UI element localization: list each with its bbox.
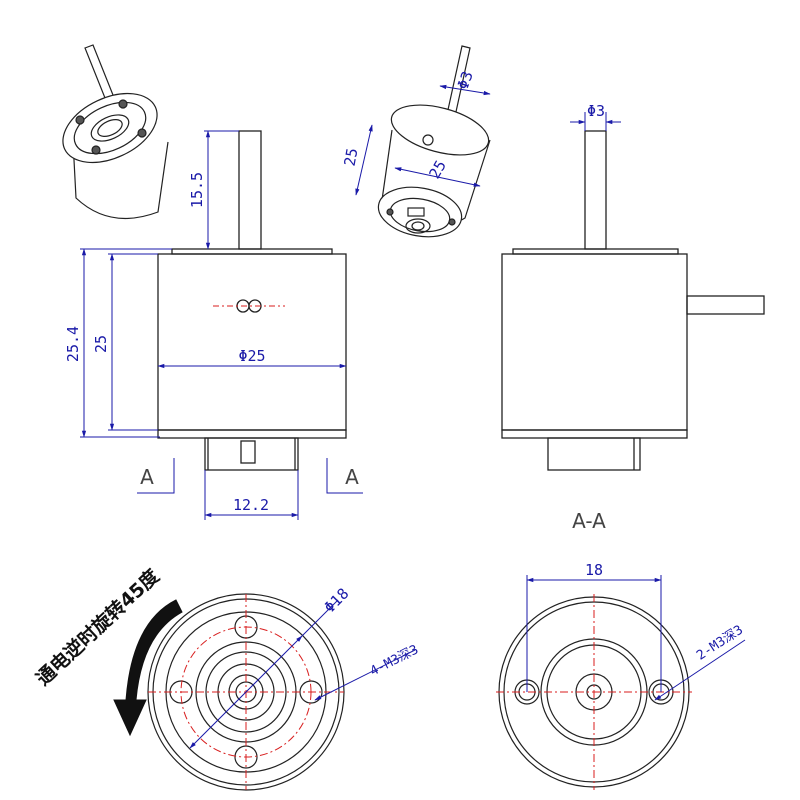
dim-connector-width: 12.2	[233, 496, 269, 514]
side-view: Φ3 A-A	[501, 102, 765, 533]
section-marker-left: A	[140, 465, 154, 489]
front-view: 25.4 25 15.5 Φ25 12.2 A A	[64, 130, 363, 520]
bottom-left-view: Φ18 4-M3深3 通电逆时旋转45度	[31, 564, 421, 791]
side-body	[501, 253, 688, 431]
side-pin	[686, 295, 765, 315]
front-top-flange	[171, 248, 333, 255]
dim-height-body: 25	[92, 335, 110, 353]
dim-shaft-length: 15.5	[188, 172, 206, 208]
side-dim-shaft: Φ3	[587, 102, 605, 120]
front-shaft	[238, 130, 262, 250]
side-shaft	[584, 130, 607, 250]
side-bottom-ring	[501, 429, 688, 439]
br-dim-holes: 2-M3深3	[694, 623, 746, 664]
iso-dim-height: 25	[341, 147, 362, 168]
bottom-right-view: 18 2-M3深3	[496, 561, 746, 790]
isometric-view-top	[62, 44, 169, 219]
rotation-arrow-icon	[113, 599, 183, 737]
front-body	[157, 253, 347, 431]
isometric-view-bottom: Φ3 25 25	[341, 45, 491, 238]
bl-dim-circle: Φ18	[321, 585, 353, 617]
section-title: A-A	[572, 509, 606, 533]
br-dim-spacing: 18	[585, 561, 603, 579]
section-marker-right: A	[345, 465, 359, 489]
front-connector	[204, 437, 299, 471]
side-top-flange	[512, 248, 679, 255]
rotation-note: 通电逆时旋转45度	[31, 564, 164, 690]
bl-dim-holes: 4-M3深3	[368, 642, 421, 679]
iso-dim-shaft: Φ3	[454, 69, 477, 92]
dim-diameter: Φ25	[238, 347, 265, 365]
dim-height-total: 25.4	[64, 326, 82, 362]
front-bottom-ring	[157, 429, 347, 439]
side-connector	[547, 437, 641, 471]
